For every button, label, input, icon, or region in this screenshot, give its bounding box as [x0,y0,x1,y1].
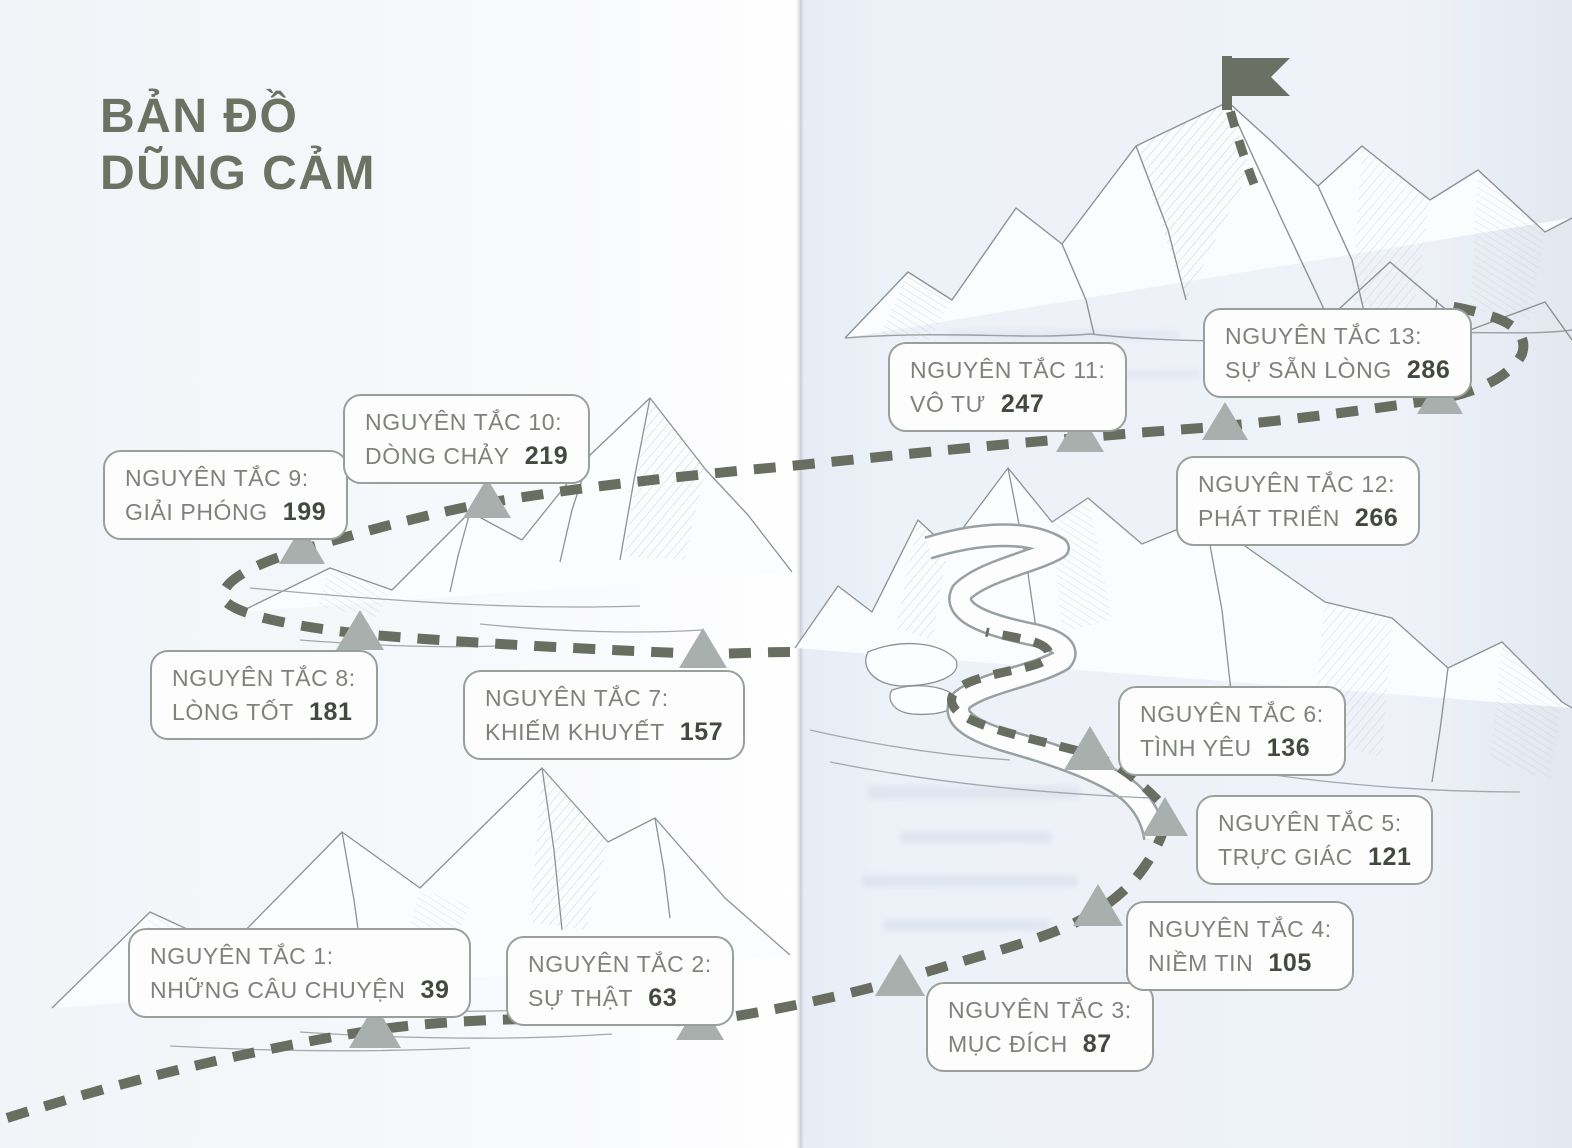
principle-label-3: NGUYÊN TẮC 3: MỤC ĐÍCH 87 [926,982,1154,1072]
page-gutter [796,0,804,1148]
principle-title: NGUYÊN TẮC 3: [948,997,1132,1023]
trail-marker-triangle [336,610,384,650]
ink-bleed [884,919,1050,931]
trail-marker-triangle [349,1004,401,1048]
principle-name: PHÁT TRIỂN [1198,505,1340,531]
principle-page-number: 286 [1406,356,1451,384]
principle-label-13: NGUYÊN TẮC 13: SỰ SẴN LÒNG 286 [1203,308,1473,398]
principle-title: NGUYÊN TẮC 12: [1198,471,1396,497]
principle-label-10: NGUYÊN TẮC 10: DÒNG CHẢY 219 [343,394,591,484]
map-title-line2: DŨNG CẢM [100,147,376,200]
principle-title: NGUYÊN TẮC 9: [125,465,309,491]
principle-name: DÒNG CHẢY [365,443,510,469]
principle-label-7: NGUYÊN TẮC 7: KHIẾM KHUYẾT 157 [463,670,746,760]
ink-bleed [900,831,1052,843]
principle-name: SỰ SẴN LÒNG [1225,357,1392,383]
trail-marker-triangle [679,628,727,668]
principle-label-9: NGUYÊN TẮC 9: GIẢI PHÓNG 199 [103,450,349,540]
principle-label-12: NGUYÊN TẮC 12: PHÁT TRIỂN 266 [1176,456,1421,546]
ink-bleed [862,875,1078,887]
principle-title: NGUYÊN TẮC 11: [910,357,1106,383]
principle-label-6: NGUYÊN TẮC 6: TÌNH YÊU 136 [1118,686,1346,776]
principle-label-11: NGUYÊN TẮC 11: VÔ TƯ 247 [888,342,1128,432]
trail-marker-triangle [463,478,511,518]
ink-bleed [1080,370,1200,379]
principle-page-number: 219 [524,442,569,470]
principle-page-number: 105 [1268,949,1312,977]
principle-title: NGUYÊN TẮC 2: [528,951,712,977]
principle-label-1: NGUYÊN TẮC 1: NHỮNG CÂU CHUYỆN 39 [128,928,472,1018]
map-title-line1: BẢN ĐỒ [100,90,299,143]
principle-title: NGUYÊN TẮC 6: [1140,701,1324,727]
trail-marker-triangle [1064,726,1116,770]
principle-name: NHỮNG CÂU CHUYỆN [150,977,406,1003]
principle-page-number: 247 [1000,390,1045,418]
principle-title: NGUYÊN TẮC 13: [1225,323,1423,349]
principle-name: LÒNG TỐT [172,699,294,725]
principle-name: TÌNH YÊU [1140,735,1252,761]
principle-name: KHIẾM KHUYẾT [485,719,665,745]
principle-title: NGUYÊN TẮC 4: [1148,916,1332,942]
trail-marker-triangle [875,954,925,996]
trail-marker-triangle [279,525,325,564]
principle-title: NGUYÊN TẮC 10: [365,409,563,435]
principle-title: NGUYÊN TẮC 1: [150,943,334,969]
principle-name: SỰ THẬT [528,985,634,1011]
summit-flag-icon [1222,56,1290,110]
principle-name: MỤC ĐÍCH [948,1031,1068,1057]
principle-title: NGUYÊN TẮC 8: [172,665,356,691]
principle-name: GIẢI PHÓNG [125,499,268,525]
principle-page-number: 266 [1354,504,1399,532]
principle-title: NGUYÊN TẮC 5: [1218,810,1402,836]
principle-label-8: NGUYÊN TẮC 8: LÒNG TỐT 181 [150,650,378,740]
principle-page-number: 181 [308,698,353,726]
trail-marker-triangle [1142,797,1188,836]
principle-name: TRỰC GIÁC [1218,844,1353,870]
principle-label-2: NGUYÊN TẮC 2: SỰ THẬT 63 [506,936,734,1026]
principle-page-number: 121 [1367,843,1412,871]
principle-label-4: NGUYÊN TẮC 4: NIỀM TIN 105 [1126,901,1354,991]
map-title: BẢN ĐỒ DŨNG CẢM [100,88,376,202]
principle-page-number: 157 [679,718,724,746]
trail-marker-triangle [1056,412,1104,452]
principle-page-number: 63 [648,984,678,1012]
principle-page-number: 136 [1266,734,1311,762]
trail-marker-triangle [1073,884,1123,926]
principle-page-number: 39 [420,976,450,1004]
principle-name: NIỀM TIN [1148,950,1254,976]
mountain-range-summit [844,101,1572,346]
principle-label-5: NGUYÊN TẮC 5: TRỰC GIÁC 121 [1196,795,1434,885]
principle-name: VÔ TƯ [910,391,986,417]
trail-marker-triangle [1202,402,1248,440]
principle-page-number: 87 [1082,1030,1112,1058]
principle-page-number: 199 [282,498,327,526]
principle-title: NGUYÊN TẮC 7: [485,685,669,711]
